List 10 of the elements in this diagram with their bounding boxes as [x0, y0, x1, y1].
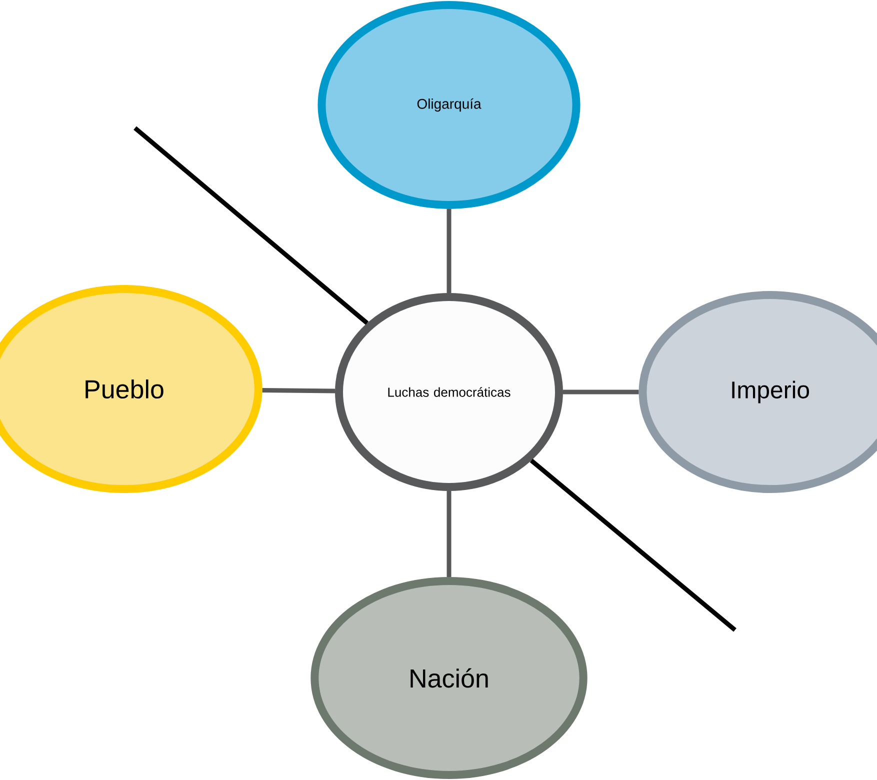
connector-line — [262, 388, 336, 394]
connector-line — [446, 491, 452, 577]
ellipse-node: Luchas democráticas — [335, 293, 563, 491]
ellipse-node: Nación — [310, 577, 588, 779]
line — [530, 458, 736, 632]
connector-line — [446, 209, 452, 293]
ellipse-node: Oligarquía — [318, 1, 580, 209]
ellipse-node: Imperio — [638, 291, 877, 493]
connector-line — [563, 390, 639, 394]
line — [134, 126, 369, 325]
